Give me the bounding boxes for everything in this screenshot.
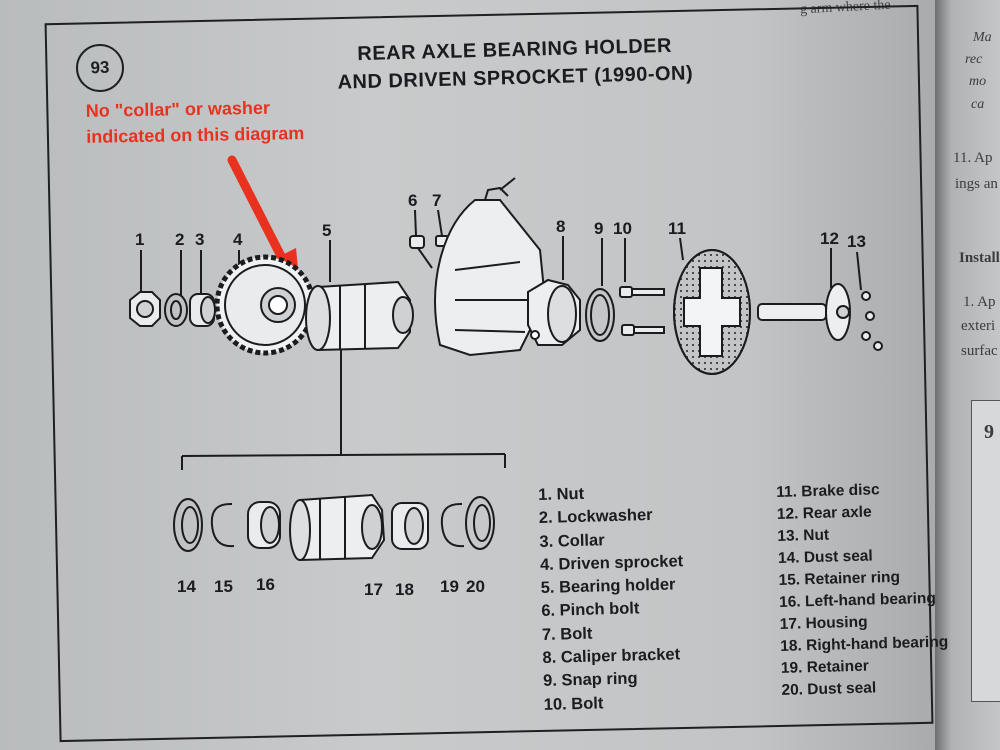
part-snap-ring (585, 288, 615, 342)
part-dust-seal-right (465, 496, 495, 550)
callout-13: 13 (847, 232, 866, 251)
callout-2: 2 (175, 230, 184, 249)
exploded-view-bracket (181, 350, 506, 470)
legend-item: 18. Right-hand bearing (780, 633, 949, 655)
part-left-hand-bearing (247, 501, 281, 549)
right-page-text: rec (965, 52, 983, 67)
part-rear-axle (757, 283, 851, 341)
legend-item: 16. Left-hand bearing (778, 589, 937, 611)
right-page-heading: Install (959, 250, 1000, 266)
part-dust-seal-left (173, 498, 203, 552)
leader-lines (140, 209, 862, 296)
part-axle-nuts (861, 291, 883, 351)
right-page: Ma rec mo ca 11. Ap ings an Install 1. A… (935, 0, 1000, 750)
callout-20: 20 (466, 577, 485, 596)
callout-9: 9 (594, 219, 603, 238)
callout-8: 8 (556, 217, 565, 236)
part-lockwasher (164, 293, 188, 327)
callout-4: 4 (233, 230, 243, 249)
right-page-text: 1. Ap (963, 294, 996, 310)
right-page-text: ings an (955, 176, 998, 192)
legend-right: 11. Brake disc 12. Rear axle 13. Nut 14.… (776, 478, 950, 702)
callout-14: 14 (177, 577, 196, 596)
legend-item: 20. Dust seal (781, 679, 877, 699)
part-retainer-ring (210, 502, 235, 548)
callout-15: 15 (214, 577, 233, 596)
callout-3: 3 (195, 230, 204, 249)
part-driven-sprocket (214, 254, 316, 356)
part-retainer (440, 502, 465, 548)
callout-16: 16 (256, 575, 275, 594)
right-page-text: mo (969, 74, 987, 89)
part-pinch-bolt (409, 235, 433, 269)
part-caliper-bracket (527, 278, 581, 346)
legend-item: 5. Bearing holder (540, 575, 676, 598)
legend-left: 1. Nut 2. Lockwasher 3. Collar 4. Driven… (538, 480, 687, 717)
callout-17: 17 (364, 580, 383, 599)
left-page: g arm where the (0, 0, 935, 750)
callout-11: 11 (668, 219, 686, 238)
right-page-figure: 9 (971, 400, 1000, 702)
part-collar (189, 293, 216, 327)
callout-19: 19 (440, 577, 459, 596)
callout-12: 12 (820, 229, 839, 248)
callout-5: 5 (322, 221, 331, 240)
right-page-text: Ma (973, 30, 992, 45)
part-bolts-10 (619, 286, 665, 336)
part-right-hand-bearing (391, 502, 429, 550)
part-bearing-holder (305, 280, 414, 352)
right-page-text: exteri (961, 318, 996, 334)
right-page-text: ca (971, 97, 985, 112)
part-housing (289, 493, 386, 562)
part-nut (129, 291, 161, 327)
right-page-figure-number: 9 (984, 421, 994, 443)
callout-18: 18 (395, 580, 414, 599)
callout-10: 10 (613, 219, 632, 238)
part-brake-disc (673, 249, 751, 375)
callout-1: 1 (135, 230, 144, 249)
callout-7: 7 (432, 191, 441, 210)
right-page-text: 11. Ap (953, 150, 993, 166)
legend-item: 8. Caliper bracket (542, 645, 681, 668)
legend-item: 10. Bolt (543, 694, 604, 714)
right-page-text: surfac (961, 343, 998, 359)
callout-numbers: 1 2 3 4 5 6 7 8 9 10 11 12 13 14 15 16 1… (135, 191, 866, 599)
part-swingarm-housing (434, 177, 547, 357)
callout-6: 6 (408, 191, 417, 210)
